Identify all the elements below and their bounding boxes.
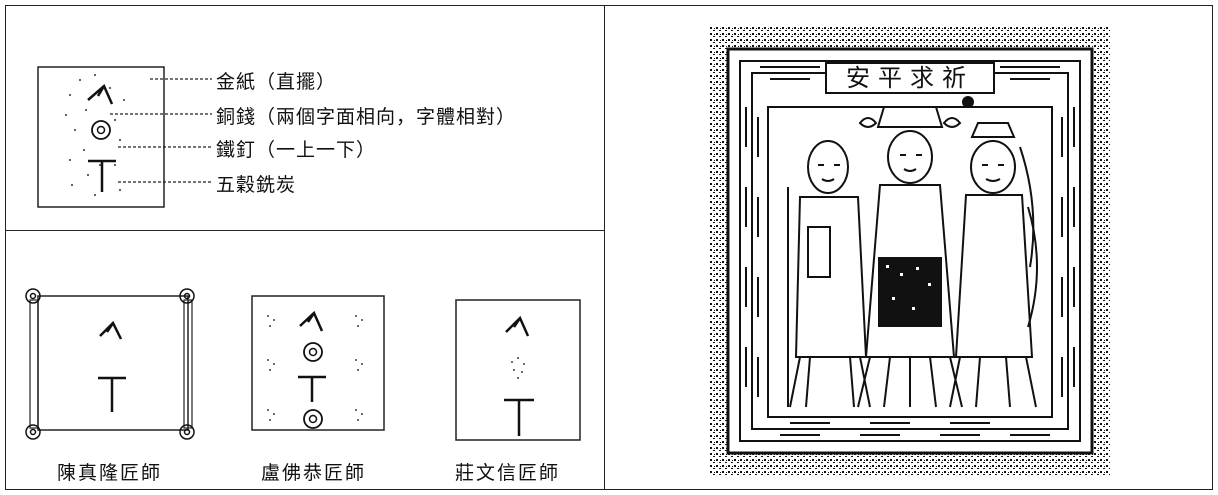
caption-variant-1: 陳真隆匠師 <box>57 462 163 484</box>
coin-symbol <box>91 120 111 140</box>
variant-3-diagram <box>455 299 581 441</box>
vertical-divider <box>604 5 605 490</box>
talisman-print: 安平求祈 <box>710 27 1110 475</box>
deity-figures <box>787 106 1038 408</box>
variant-2-diagram <box>251 295 385 431</box>
variant-1-diagram <box>25 288 195 440</box>
talisman-artwork: 安平求祈 <box>710 27 1110 475</box>
talisman-title: 安平求祈 <box>846 64 974 92</box>
label-copper-coin: 銅錢（兩個字面相向，字體相對） <box>216 106 517 128</box>
caption-variant-3: 莊文信匠師 <box>455 462 561 484</box>
label-iron-nail: 鐵釘（一上一下） <box>216 139 377 161</box>
leader-lines <box>110 78 212 183</box>
legend-square <box>37 66 165 208</box>
legend-speckles <box>65 74 125 196</box>
label-gold-paper: 金紙（直擺） <box>216 71 337 93</box>
nail-symbol <box>88 159 116 192</box>
horizontal-divider <box>5 230 605 231</box>
caption-variant-2: 盧佛恭匠師 <box>261 462 367 484</box>
label-grains: 五穀銑炭 <box>216 174 297 196</box>
figure-frame <box>5 5 1213 490</box>
gold-paper-symbol <box>87 83 114 105</box>
